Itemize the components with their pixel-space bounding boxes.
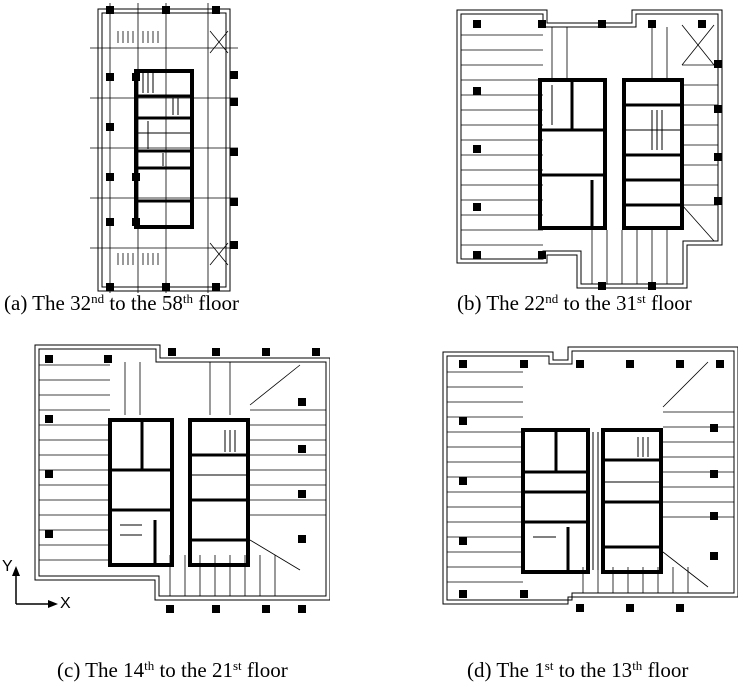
floor-plan-d-svg: [442, 346, 738, 612]
floor-plan-b: [452, 5, 737, 290]
floor-plan-a: [88, 3, 248, 293]
y-axis-label: Y: [2, 558, 13, 575]
x-axis-label: X: [60, 595, 71, 612]
caption-b: (b) The 22nd to the 31st floor: [457, 291, 692, 315]
axis-indicator: Y X: [0, 558, 80, 612]
axis-arrows: [12, 566, 58, 608]
caption-d: (d) The 1st to the 13th floor: [467, 658, 689, 682]
caption-a: (a) The 32nd to the 58th floor: [4, 291, 240, 315]
floor-plan-a-svg: [90, 3, 238, 293]
floor-plan-d: [438, 342, 738, 624]
floor-plan-c-svg: [34, 344, 330, 613]
caption-c: (c) The 14th to the 21st floor: [57, 658, 288, 682]
floor-plan-c: [30, 340, 330, 622]
floor-plan-b-svg: [456, 9, 723, 290]
